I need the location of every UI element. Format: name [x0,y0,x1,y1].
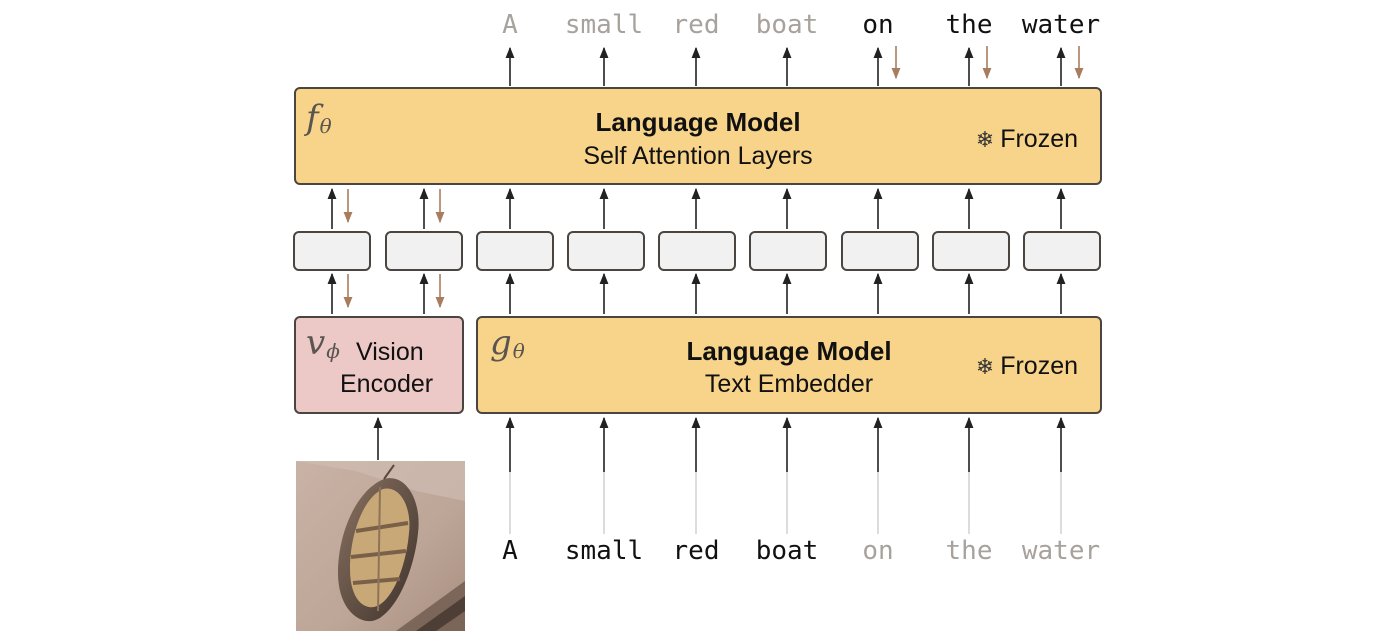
frozen-label: Frozen [1000,125,1078,153]
embedding-box [749,231,827,271]
symbol-letter: f [306,98,319,138]
embedding-box [385,231,463,271]
input-token: the [945,536,993,566]
embedding-box [841,231,919,271]
symbol-subscript: θ [512,339,525,363]
embedding-box [293,231,371,271]
block-subtitle: Self Attention Layers [583,142,813,170]
input-token: small [564,536,644,566]
symbol-letter: v [306,323,326,363]
input-token: red [672,536,720,566]
frozen-badge: ❄Frozen [976,124,1078,155]
input-token: boat [755,536,819,566]
f-theta-symbol: fθ [306,99,332,145]
output-token: on [862,10,894,40]
embedding-box [932,231,1010,271]
v-phi-symbol: vϕ [306,324,340,370]
symbol-letter: g [490,323,512,363]
symbol-subscript: θ [319,114,332,138]
block-subtitle: Text Embedder [704,370,874,398]
language-model-self-attention-block: fθ Language Model Self Attention Layers … [294,87,1102,185]
embedding-box [476,231,554,271]
embedding-box [658,231,736,271]
input-token: water [1021,536,1101,566]
output-token: A [502,10,518,40]
output-token: small [564,10,644,40]
input-token: on [862,536,894,566]
vision-encoder-block: vϕ Vision Encoder [294,316,464,414]
symbol-subscript: ϕ [326,339,340,363]
input-token: A [502,536,518,566]
block-title: Language Model [686,336,892,366]
language-model-text-embedder-block: gθ Language Model Text Embedder ❄Frozen [476,316,1102,414]
embedding-box [567,231,645,271]
encoder-label: Encoder [340,370,434,398]
frozen-badge: ❄Frozen [976,351,1078,382]
output-token: the [945,10,993,40]
output-token: boat [755,10,819,40]
snowflake-icon: ❄ [975,127,995,152]
snowflake-icon: ❄ [975,354,995,379]
frozen-label: Frozen [1000,352,1078,380]
embedding-box [1023,231,1101,271]
output-token: red [672,10,720,40]
block-title: Language Model [595,107,801,137]
rowboat-photo [296,461,465,631]
boat-image-icon [296,461,465,631]
vision-label: Vision [356,338,424,366]
g-theta-symbol: gθ [490,324,525,370]
output-token: water [1021,10,1101,40]
